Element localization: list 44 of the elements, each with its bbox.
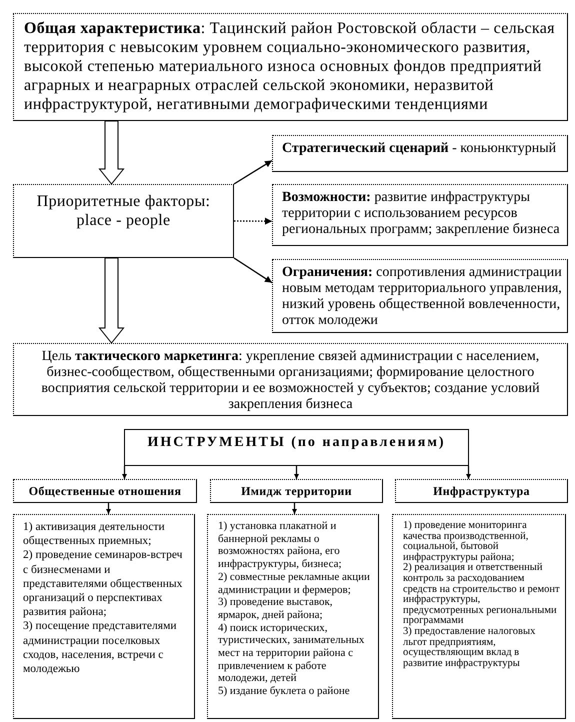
list-item: 2) реализация и ответственный контроль за расходованием средств на строительство и ремонт инфраструктуры, предусмотренных региональными программами [403,563,561,626]
block-arrow [98,120,125,185]
factor-text: Приоритетные факторы: place - people [36,192,212,230]
list-item: 3) предоставление налоговых льгот предприятиям, осуществляющим вклад в развитие инфраструктуры [403,626,536,670]
instruments-box [124,429,469,466]
direction-heading: Имидж территории [240,484,353,499]
opportunity-text: Возможности: развитие инфраструктуры территории с использованием ресурсов региональных программ; закрепление бизнеса [282,190,561,238]
opportunity-box [272,184,568,246]
list-item: 1) активизация деятельности общественных приемных; [23,520,166,548]
arrow [234,160,272,185]
scenario-text: Стратегический сценарий - коньюнктурный [282,141,558,157]
list-item: 1) установка плакатной и баннерной рекламы о возможностях района, его инфраструктуры, бизнеса; [218,520,343,571]
measures-box [207,514,379,719]
description-box [13,13,568,121]
block-arrow [98,258,125,344]
scenario-box [272,135,568,172]
measures-box [392,514,566,719]
measures-box [13,514,195,719]
arrow [292,503,297,514]
direction-heading: Общественные отношения [28,484,182,499]
list-item: 4) поиск исторических, туристических, занимательных мест на территории района с привлечением к работе молодежи, детей [218,622,366,686]
limitation-box [272,259,568,333]
list-item: 1) проведение мониторинга качества производственной, социальной, бытовой инфраструктуры района; [403,521,528,563]
arrow [122,466,127,479]
direction-heading: Инфраструктура [432,484,531,499]
list-item: 5) издание буклета о районе [218,685,351,698]
arrow [466,466,471,479]
list-item: 3) проведение выставок, ярмарок, дней района; [218,596,334,622]
arrow [234,218,272,225]
list-item: 2) совместные рекламные акции администрации и фермеров; [218,570,371,596]
arrow [106,503,111,514]
direction-header [210,479,383,503]
arrow [234,257,272,284]
description-text: Общая характеристика: Тацинский район Ростовской области – сельская территория с невысоким уровнем социально-экономического развития, высокой степенью материального износа основных фондов предприятий аграрных и неаграрных отраслей сельской экономики, неразвитой инфраструктурой, негативными демографическими тенденциями [24,19,556,114]
list-item: 2) проведение семинаров-встреч с бизнесменами и представителями общественных организаций о перспективах развития района; [23,548,184,620]
goal-box [13,343,568,416]
limitation-text: Ограничения: сопротивления администрации новым методам территориального управления, низкий уровень общественной вовлеченности, отток молодежи [282,265,563,329]
arrow [294,466,299,479]
list-item: 3) посещение представителями администрации поселковых сходов, населения, встречи с молодежью [23,619,178,676]
goal-text: Цель тактического маркетинга: укрепление связей администрации с населением, бизнес-сообществом, общественными организациями; формирование целостного восприятия сельской территории и ее возможностей у субъектов; создание условий закрепления бизнеса [40,349,541,413]
direction-header [13,479,197,503]
instruments-heading: ИНСТРУМЕНТЫ (по направлениям) [146,435,447,451]
direction-header [395,479,568,503]
factor-box [13,184,234,258]
